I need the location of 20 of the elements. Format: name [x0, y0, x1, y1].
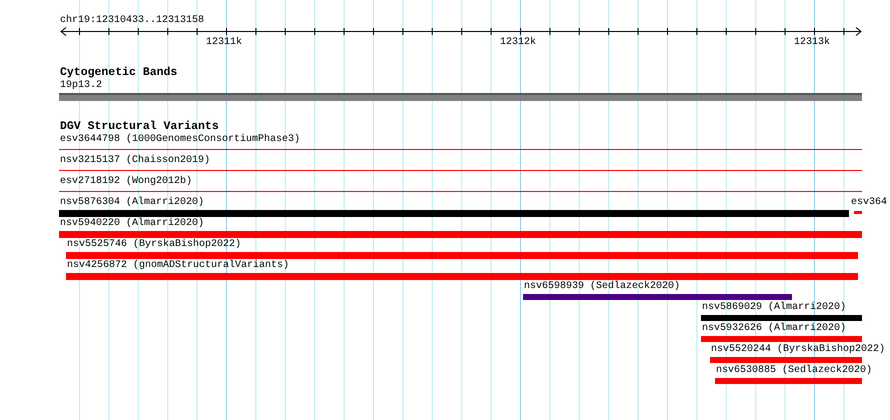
location-label: chr19:12310433..12313158	[60, 15, 204, 26]
feature-label: nsv4256872 (gnomADStructuralVariants)	[67, 260, 290, 271]
feature-label: esv3644798 (1000GenomesConsortiumPhase3)	[60, 134, 300, 145]
feature-label: esv364	[851, 197, 888, 208]
feature-label: nsv5869029 (Almarri2020)	[702, 302, 846, 313]
tick-label: 12311k	[206, 37, 242, 48]
feature-label: nsv5940220 (Almarri2020)	[60, 218, 204, 229]
feature-label: nsv6598939 (Sedlazeck2020)	[524, 281, 680, 292]
tick-label: 12312k	[500, 37, 536, 48]
feature-label: nsv5525746 (ByrskaBishop2022)	[67, 239, 242, 250]
feature-label: esv2718192 (Wong2012b)	[60, 176, 192, 187]
feature-label: nsv5876304 (Almarri2020)	[60, 197, 204, 208]
track-title: Cytogenetic Bands	[60, 67, 178, 79]
track-title: DGV Structural Variants	[60, 121, 219, 133]
feature-label: nsv3215137 (Chaisson2019)	[60, 155, 210, 166]
feature-label: nsv5932626 (Almarri2020)	[702, 323, 846, 334]
feature-label: nsv6530885 (Sedlazeck2020)	[716, 365, 872, 376]
tick-label: 12313k	[794, 37, 830, 48]
band-label: 19p13.2	[60, 80, 102, 91]
feature-label: nsv5520244 (ByrskaBishop2022)	[711, 344, 886, 355]
